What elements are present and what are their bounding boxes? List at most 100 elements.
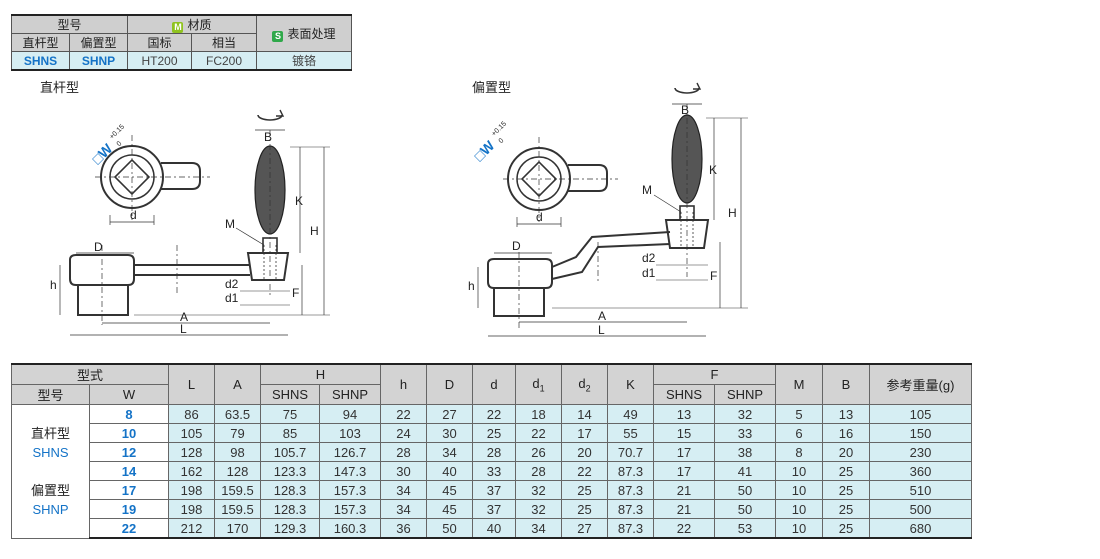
table-cell: 87.3 <box>607 499 654 519</box>
square-hole <box>113 158 151 196</box>
table-cell: 34 <box>380 499 427 519</box>
table-cell: 32 <box>714 404 776 424</box>
table-cell: 27 <box>426 404 473 424</box>
table-cell: 360 <box>869 461 972 481</box>
spec-surface-value: 镀铬 <box>256 51 352 71</box>
side-boss <box>246 252 290 281</box>
label-w-offset: □W <box>471 137 498 164</box>
w-cell: 17 <box>89 480 169 500</box>
header-weight: 参考重量(g) <box>869 363 972 405</box>
table-cell: 25 <box>822 518 870 539</box>
table-cell: 30 <box>426 423 473 443</box>
label-h: H <box>310 224 319 238</box>
table-cell: 55 <box>607 423 654 443</box>
table-cell: 32 <box>515 480 562 500</box>
label-b: B <box>264 130 272 144</box>
label-d-top-offset: d <box>536 210 543 224</box>
side-hub-lower <box>77 284 129 316</box>
table-cell: 50 <box>714 480 776 500</box>
header-m: M <box>775 363 823 405</box>
table-cell: 25 <box>472 423 516 443</box>
table-cell: 10 <box>775 461 823 481</box>
table-cell: 37 <box>472 480 516 500</box>
table-cell: 14 <box>561 404 608 424</box>
header-f: F <box>653 363 776 385</box>
label-h-small: h <box>50 278 57 292</box>
material-badge-icon: M <box>172 22 184 33</box>
spec-national-label: 国标 <box>127 33 192 52</box>
table-cell: 87.3 <box>607 480 654 500</box>
table-cell: 49 <box>607 404 654 424</box>
offset-caption: 偏置型 <box>472 80 512 95</box>
label-b-offset: B <box>681 103 689 117</box>
table-cell: 170 <box>214 518 261 539</box>
table-cell: 147.3 <box>319 461 381 481</box>
straight-type-drawing: d □W +0.15 0 B K H F M D h d2 d1 A L <box>50 109 330 336</box>
w-cell: 10 <box>89 423 169 443</box>
table-cell: 123.3 <box>260 461 320 481</box>
table-cell: 40 <box>426 461 473 481</box>
table-cell: 13 <box>653 404 715 424</box>
label-d-upper-offset: D <box>512 239 521 253</box>
header-d-upper: D <box>426 363 473 405</box>
offset-arm <box>551 231 671 268</box>
table-cell: 25 <box>561 499 608 519</box>
label-tol-bottom: 0 <box>116 140 124 148</box>
table-cell: 34 <box>426 442 473 462</box>
label-d1: d1 <box>225 291 239 305</box>
table-cell: 87.3 <box>607 461 654 481</box>
header-a: A <box>214 363 261 405</box>
table-cell: 680 <box>869 518 972 539</box>
label-f-offset: F <box>710 269 717 283</box>
table-cell: 10 <box>775 480 823 500</box>
table-cell: 36 <box>380 518 427 539</box>
group-offset-code: SHNP <box>32 501 69 517</box>
w-cell: 8 <box>89 404 169 424</box>
table-cell: 10 <box>775 499 823 519</box>
header-f-shnp: SHNP <box>714 384 776 405</box>
table-cell: 28 <box>472 442 516 462</box>
label-l-offset: L <box>598 323 605 337</box>
spec-national-value: HT200 <box>127 51 192 71</box>
table-cell: 41 <box>714 461 776 481</box>
table-cell: 38 <box>714 442 776 462</box>
w-cell: 14 <box>89 461 169 481</box>
header-h-shns: SHNS <box>260 384 320 405</box>
table-cell: 198 <box>168 480 215 500</box>
table-cell: 32 <box>515 499 562 519</box>
table-cell: 128 <box>168 442 215 462</box>
table-cell: 103 <box>319 423 381 443</box>
table-cell: 22 <box>653 518 715 539</box>
table-cell: 157.3 <box>319 480 381 500</box>
table-cell: 18 <box>515 404 562 424</box>
label-k-offset: K <box>709 163 717 177</box>
label-d-top: d <box>130 208 137 222</box>
w-cell: 12 <box>89 442 169 462</box>
header-d: d <box>472 363 516 405</box>
table-cell: 33 <box>714 423 776 443</box>
table-cell: 22 <box>472 404 516 424</box>
table-cell: 15 <box>653 423 715 443</box>
spec-straight-code: SHNS <box>11 51 70 71</box>
arm-stub-offset <box>568 164 608 192</box>
label-d2: d2 <box>225 277 239 291</box>
table-cell: 25 <box>561 480 608 500</box>
header-f-shns: SHNS <box>653 384 715 405</box>
label-w: □W <box>89 140 116 167</box>
table-cell: 13 <box>822 404 870 424</box>
header-model: 型号 <box>11 384 90 405</box>
table-cell: 33 <box>472 461 516 481</box>
label-a-offset: A <box>598 309 606 323</box>
header-type: 型式 <box>11 363 169 385</box>
table-cell: 150 <box>869 423 972 443</box>
spec-offset-label: 偏置型 <box>69 33 128 52</box>
table-cell: 50 <box>714 499 776 519</box>
table-cell: 510 <box>869 480 972 500</box>
table-cell: 85 <box>260 423 320 443</box>
table-cell: 105 <box>869 404 972 424</box>
table-cell: 63.5 <box>214 404 261 424</box>
